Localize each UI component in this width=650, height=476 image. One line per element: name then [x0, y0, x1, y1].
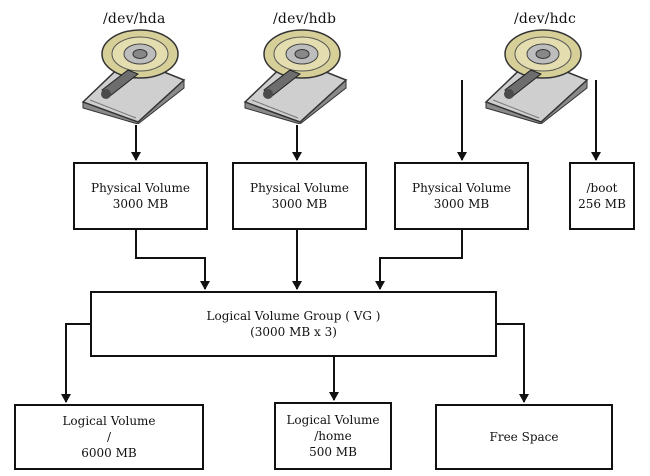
pv-size: 3000 MB: [433, 197, 490, 211]
volume-group-box: Logical Volume Group ( VG ) (3000 MB x 3…: [90, 291, 497, 357]
arrow-pv1-to-vg: [135, 230, 210, 290]
lv-title: Logical Volume: [286, 413, 380, 427]
device-label: /dev/hdb: [273, 11, 337, 27]
device-label: /dev/hda: [103, 11, 166, 27]
vg-size: (3000 MB x 3): [250, 325, 337, 339]
logical-volume-home-box: Logical Volume /home 500 MB: [274, 402, 392, 470]
pv-size: 3000 MB: [112, 197, 169, 211]
lv-size: 6000 MB: [81, 446, 137, 460]
hard-disk-icon: [484, 29, 589, 124]
vg-title: Logical Volume Group ( VG ): [206, 309, 381, 323]
boot-size: 256 MB: [578, 197, 626, 211]
lv-mount: /home: [314, 429, 352, 443]
pv-title: Physical Volume: [412, 181, 511, 195]
pv-title: Physical Volume: [250, 181, 349, 195]
free-space-box: Free Space: [435, 404, 613, 470]
lv-size: 500 MB: [309, 445, 357, 459]
lv-mount: /: [106, 430, 112, 444]
physical-volume-box: Physical Volume 3000 MB: [232, 162, 367, 230]
physical-volume-box: Physical Volume 3000 MB: [394, 162, 529, 230]
arrow-vg-to-lv-root: [61, 323, 90, 403]
free-space-label: Free Space: [489, 430, 559, 444]
arrow-pv3-to-vg: [375, 230, 463, 290]
pv-size: 3000 MB: [271, 197, 328, 211]
hard-disk-icon: [81, 29, 186, 124]
physical-volume-box: Physical Volume 3000 MB: [73, 162, 208, 230]
boot-partition-box: /boot 256 MB: [569, 162, 635, 230]
logical-volume-root-box: Logical Volume / 6000 MB: [14, 404, 204, 470]
lv-title: Logical Volume: [62, 414, 156, 428]
device-label: /dev/hdc: [514, 11, 577, 27]
arrow-vg-to-free-space: [497, 323, 529, 403]
boot-title: /boot: [586, 181, 618, 195]
pv-title: Physical Volume: [91, 181, 190, 195]
hard-disk-icon: [243, 29, 348, 124]
